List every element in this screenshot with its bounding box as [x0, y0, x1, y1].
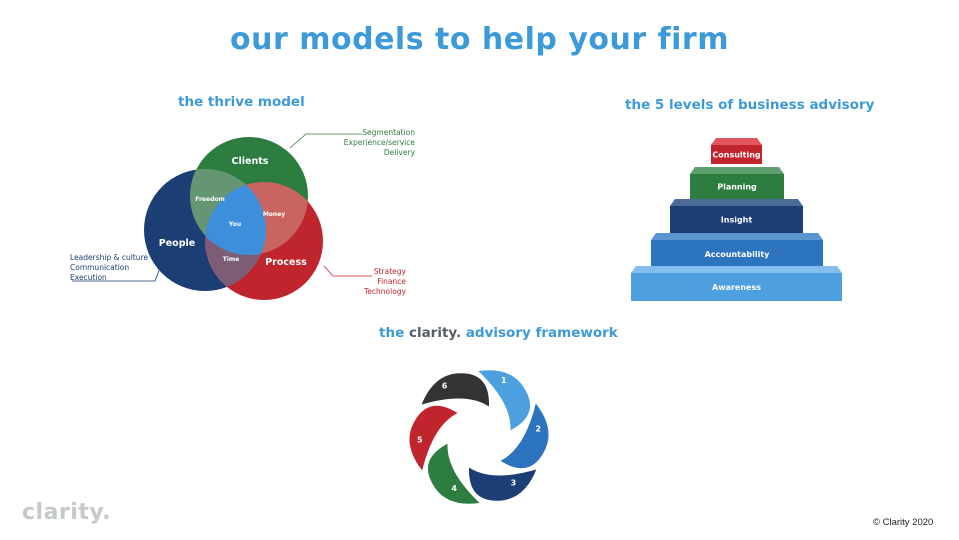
level-step: Accountability	[651, 233, 823, 268]
levels-staircase: ConsultingPlanningInsightAccountabilityA…	[631, 138, 842, 301]
process-label: Process	[265, 257, 307, 268]
copyright: © Clarity 2020	[873, 517, 934, 528]
people-note-2: Communication	[70, 263, 129, 272]
process-note-1: Strategy	[374, 267, 407, 276]
thrive-model-title: the thrive model	[178, 94, 305, 110]
framework-segment-number: 2	[535, 424, 541, 433]
people-note-1: Leadership & culture	[70, 253, 148, 262]
level-step-label: Accountability	[705, 250, 771, 259]
clients-note-connector	[289, 133, 362, 149]
level-step-top	[631, 266, 842, 273]
framework-title-brand: clarity.	[408, 325, 462, 341]
logo-dot: .	[102, 500, 112, 525]
level-step-top	[711, 138, 762, 145]
level-step-face	[670, 206, 803, 233]
framework-segment-shape	[475, 368, 532, 433]
process-note-3: Technology	[363, 287, 407, 296]
framework-segment-shape	[426, 441, 483, 506]
level-step-face	[690, 174, 784, 199]
people-label: People	[159, 238, 195, 249]
framework-title-suffix: advisory framework	[465, 325, 618, 341]
level-step-face	[711, 145, 762, 164]
framework-segment-number: 3	[511, 479, 517, 488]
level-step-top	[690, 167, 784, 174]
level-step-face	[651, 240, 823, 268]
framework-segment-shape	[497, 400, 550, 470]
framework-title: the clarity. advisory framework	[379, 325, 618, 341]
thrive-model: Clients People Process Freedom Money Tim…	[70, 128, 416, 300]
level-step-face	[631, 273, 842, 301]
framework-segment: 2	[497, 400, 550, 470]
framework-segment-number: 1	[501, 376, 507, 385]
clients-label: Clients	[232, 156, 269, 167]
framework-segment-number: 5	[417, 436, 423, 445]
people-note-3: Execution	[70, 273, 107, 282]
framework-segment: 5	[408, 404, 461, 474]
framework-segment-shape	[408, 404, 461, 474]
level-step: Awareness	[631, 266, 842, 301]
framework-segment: 4	[426, 441, 483, 506]
page-title: our models to help your firm	[230, 22, 729, 57]
level-step-label: Consulting	[712, 151, 761, 160]
level-step: Insight	[670, 199, 803, 233]
advisory-framework: 1 2 3 4 5 6	[408, 368, 550, 506]
framework-segment-shape	[419, 371, 491, 410]
framework-segment: 1	[475, 368, 532, 433]
clarity-logo: clarity.	[22, 500, 111, 525]
you-overlap	[205, 182, 266, 255]
time-label: Time	[223, 256, 239, 263]
framework-title-prefix: the	[379, 325, 405, 341]
clients-note-1: Segmentation	[362, 128, 415, 137]
levels-title: the 5 levels of business advisory	[625, 97, 875, 113]
logo-text: clarity	[22, 500, 103, 525]
clients-note-3: Delivery	[384, 148, 416, 157]
framework-segment-shape	[467, 464, 539, 503]
framework-segment: 3	[467, 464, 539, 503]
you-label: You	[228, 221, 241, 228]
framework-segment-number: 6	[442, 381, 448, 390]
framework-segment: 6	[419, 371, 491, 410]
level-step-label: Planning	[717, 183, 757, 192]
level-step-label: Awareness	[712, 283, 761, 292]
level-step-label: Insight	[721, 216, 753, 225]
framework-segment-number: 4	[451, 484, 457, 493]
process-note-2: Finance	[377, 277, 406, 286]
level-step-top	[670, 199, 803, 206]
level-step: Planning	[690, 167, 784, 199]
process-note-connector	[323, 265, 372, 277]
level-step-top	[651, 233, 823, 240]
people-note-connector	[72, 267, 161, 282]
clients-note-2: Experience/service	[344, 138, 416, 147]
freedom-label: Freedom	[195, 196, 224, 203]
money-label: Money	[263, 211, 285, 218]
level-step: Consulting	[711, 138, 762, 164]
